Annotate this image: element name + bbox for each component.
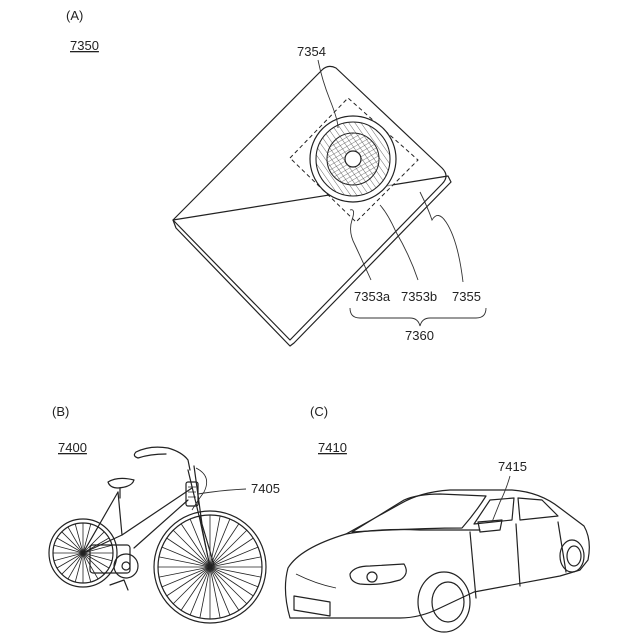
lens-center bbox=[345, 151, 361, 167]
callout-7415: 7415 bbox=[498, 459, 527, 474]
leader-7353a bbox=[350, 210, 371, 280]
panel-a-tag: (A) bbox=[66, 8, 83, 23]
wheel-spoke bbox=[173, 530, 210, 567]
leader-7355 bbox=[420, 192, 463, 282]
wheel-spoke bbox=[210, 530, 247, 567]
callout-7353a: 7353a bbox=[354, 289, 391, 304]
wheel-spoke bbox=[210, 567, 247, 604]
device-label-7350: 7350 bbox=[70, 38, 99, 53]
panel-b-tag: (B) bbox=[52, 404, 69, 419]
callout-7353b: 7353b bbox=[401, 289, 437, 304]
callout-7360: 7360 bbox=[405, 328, 434, 343]
callout-7405: 7405 bbox=[251, 481, 280, 496]
device-label-7410: 7410 bbox=[318, 440, 347, 455]
panel-c-tag: (C) bbox=[310, 404, 328, 419]
device-label-7400: 7400 bbox=[58, 440, 87, 455]
callout-7354: 7354 bbox=[297, 44, 326, 59]
panel-b: (B) 7400 bbox=[49, 404, 280, 623]
panel-a: (A) 7350 7354 7353a 7353b 7355 7360 bbox=[66, 8, 486, 346]
windshield-display bbox=[352, 494, 486, 532]
wheel-spoke bbox=[173, 567, 210, 604]
panel-c: (C) 7410 bbox=[285, 404, 589, 632]
group-brace bbox=[350, 308, 486, 326]
tablet-device bbox=[173, 66, 451, 346]
callout-7355: 7355 bbox=[452, 289, 481, 304]
bicycle bbox=[49, 447, 266, 623]
car bbox=[285, 490, 589, 632]
